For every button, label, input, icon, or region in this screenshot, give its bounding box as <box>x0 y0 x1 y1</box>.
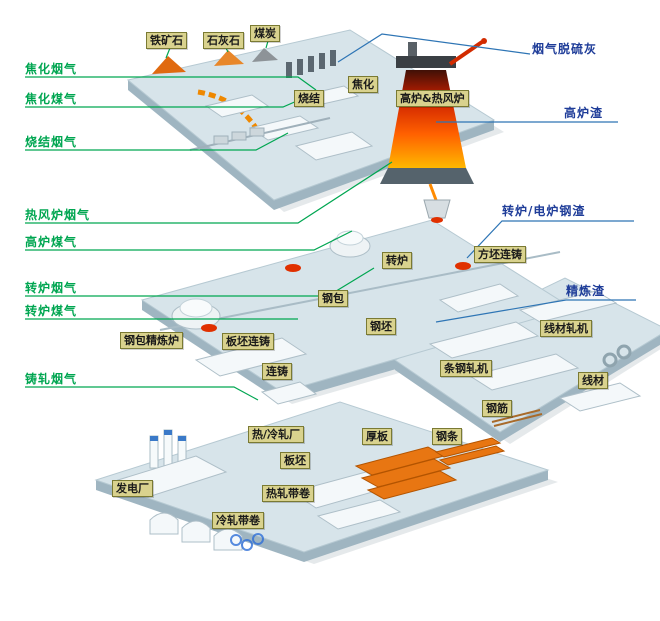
rail-cars <box>189 117 331 151</box>
facility-label-bar-mill: 条钢轧机 <box>440 360 492 377</box>
steel-bars <box>434 437 506 466</box>
hot-metal-ladle <box>423 199 451 219</box>
facility-label-slab-caster: 板坯连铸 <box>222 333 274 350</box>
facility-label-ladle-refining-furnace: 钢包精炼炉 <box>120 332 183 349</box>
facility-label-billet: 钢坯 <box>366 318 396 335</box>
facility-label-cold-rolled-coil: 冷轧带卷 <box>212 512 264 529</box>
byproduct-label-converter-slag: 转炉/电炉钢渣 <box>502 204 586 218</box>
facility-label-limestone: 石灰石 <box>203 32 244 49</box>
emission-label-hot-blast-stove-flue-gas: 热风炉烟气 <box>25 208 91 222</box>
facility-label-continuous-casting: 连铸 <box>262 363 292 380</box>
molten-iron-stream <box>428 183 438 201</box>
facility-label-steel-bar: 钢条 <box>432 428 462 445</box>
facility-label-rebar: 钢筋 <box>482 400 512 417</box>
steelmaking-area <box>159 217 561 405</box>
blue-smoke <box>230 533 264 551</box>
emission-label-coking-flue-gas: 焦化烟气 <box>25 62 78 76</box>
hot-slabs <box>354 446 458 500</box>
byproduct-label-fgd-ash: 烟气脱硫灰 <box>532 42 598 56</box>
facility-label-converter: 转炉 <box>382 252 412 269</box>
emission-label-blast-furnace-gas: 高炉煤气 <box>25 235 78 249</box>
facility-label-billet-caster: 方坯连铸 <box>474 246 526 263</box>
facility-label-plate: 厚板 <box>362 428 392 445</box>
byproduct-leader-lines <box>337 33 636 323</box>
facility-label-wire-rod-mill: 线材轧机 <box>540 320 592 337</box>
facility-label-wire-rod: 线材 <box>578 372 608 389</box>
emission-label-converter-flue-gas: 转炉烟气 <box>25 281 78 295</box>
byproduct-label-blast-furnace-slag: 高炉渣 <box>564 106 604 120</box>
emission-label-coking-gas: 焦化煤气 <box>25 92 78 106</box>
facility-label-hot-rolled-coil: 热轧带卷 <box>262 485 314 502</box>
crane-boom <box>448 40 484 66</box>
emission-label-sintering-flue-gas: 烧结烟气 <box>25 135 78 149</box>
wire-rod-coils <box>602 344 632 368</box>
facility-label-iron-ore: 铁矿石 <box>146 32 187 49</box>
facility-label-coal: 煤炭 <box>250 25 280 42</box>
emission-label-converter-gas: 转炉煤气 <box>25 304 78 318</box>
facility-label-slab: 板坯 <box>280 452 310 469</box>
facility-label-ladle: 钢包 <box>318 290 348 307</box>
facility-label-coking: 焦化 <box>348 76 378 93</box>
coil-warehouses <box>149 512 243 551</box>
facility-label-power-plant: 发电厂 <box>112 480 153 497</box>
facility-label-blast-furnace-stoves: 高炉&热风炉 <box>396 90 469 107</box>
coke-oven-chimneys <box>286 50 336 78</box>
rebar-bundle <box>491 409 543 427</box>
emission-label-casting-rolling-flue-gas: 铸轧烟气 <box>25 372 78 386</box>
facility-label-sintering: 烧结 <box>294 90 324 107</box>
facility-label-hot-cold-rolling-plant: 热/冷轧厂 <box>248 426 305 443</box>
byproduct-label-refining-slag: 精炼渣 <box>566 284 606 298</box>
rolling-mill-buildings <box>428 290 642 412</box>
